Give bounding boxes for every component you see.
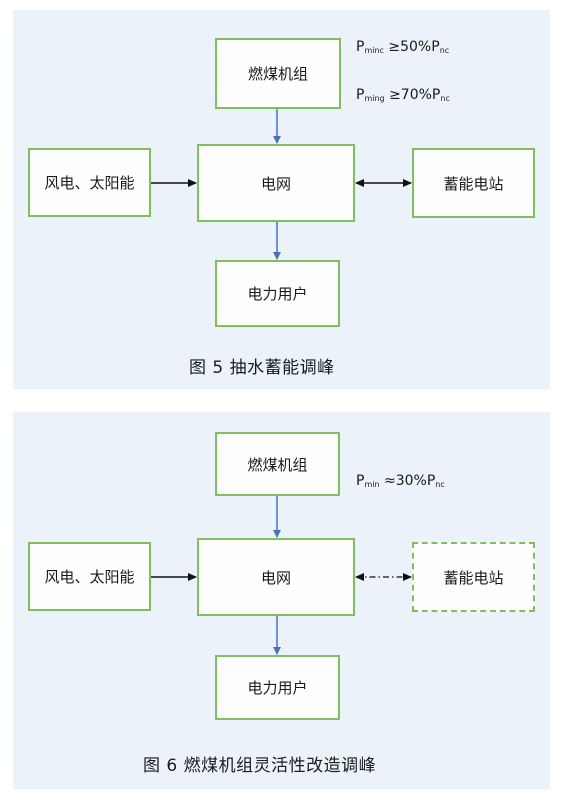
- fig5-grid-label: 电网: [260, 174, 291, 193]
- formula-op: ≥50%P: [383, 39, 440, 55]
- formula-op: ≥70%P: [384, 87, 441, 103]
- fig6-coal-unit-box: 燃煤机组: [215, 432, 340, 496]
- formula-sub: nc: [439, 46, 450, 55]
- fig5-renewables-label: 风电、太阳能: [44, 174, 135, 192]
- fig6-renewables-label: 风电、太阳能: [44, 568, 135, 586]
- fig6-storage-label: 蓄能电站: [443, 568, 504, 587]
- fig6-renewables-box: 风电、太阳能: [28, 542, 151, 611]
- formula-p: P: [356, 39, 365, 55]
- fig5-power-users-label: 电力用户: [247, 285, 308, 303]
- fig5-formula-minc: Pminc ≥50%Pnc: [356, 40, 449, 55]
- fig6-coal-unit-label: 燃煤机组: [247, 455, 308, 474]
- fig5-storage-box: 蓄能电站: [412, 148, 535, 218]
- fig6-power-users-label: 电力用户: [247, 679, 308, 697]
- formula-sub: ming: [364, 94, 385, 103]
- fig6-power-users-box: 电力用户: [215, 655, 340, 720]
- fig5-grid-box: 电网: [197, 144, 355, 222]
- formula-sub: minc: [364, 46, 384, 55]
- fig6-caption: 图 6 燃煤机组灵活性改造调峰: [143, 756, 377, 776]
- fig5-renewables-box: 风电、太阳能: [28, 148, 151, 217]
- fig5-caption: 图 5 抽水蓄能调峰: [189, 358, 335, 378]
- formula-p: P: [356, 473, 365, 489]
- figure6-panel: 燃煤机组 风电、太阳能 电网 蓄能电站 电力用户 Pmin ≈30%Pnc 图 …: [13, 412, 550, 789]
- fig5-coal-unit-box: 燃煤机组: [215, 38, 341, 109]
- fig5-coal-unit-label: 燃煤机组: [247, 65, 308, 83]
- fig6-arrows: [151, 496, 412, 655]
- formula-p: P: [356, 87, 365, 103]
- formula-op: ≈30%P: [379, 473, 436, 489]
- fig5-power-users-box: 电力用户: [215, 260, 340, 327]
- fig6-storage-box: 蓄能电站: [412, 542, 535, 612]
- formula-sub: nc: [440, 94, 450, 103]
- fig6-formula-min: Pmin ≈30%Pnc: [356, 474, 445, 489]
- formula-sub: min: [364, 480, 380, 489]
- fig5-storage-label: 蓄能电站: [443, 174, 504, 193]
- fig6-grid-box: 电网: [197, 538, 355, 616]
- figure5-panel: 燃煤机组 风电、太阳能 电网 蓄能电站 电力用户 Pminc ≥50%Pnc P…: [13, 10, 550, 389]
- fig5-formula-ming: Pming ≥70%Pnc: [356, 88, 450, 103]
- formula-sub: nc: [435, 480, 445, 489]
- fig5-arrows: [151, 109, 412, 260]
- fig6-grid-label: 电网: [260, 568, 291, 587]
